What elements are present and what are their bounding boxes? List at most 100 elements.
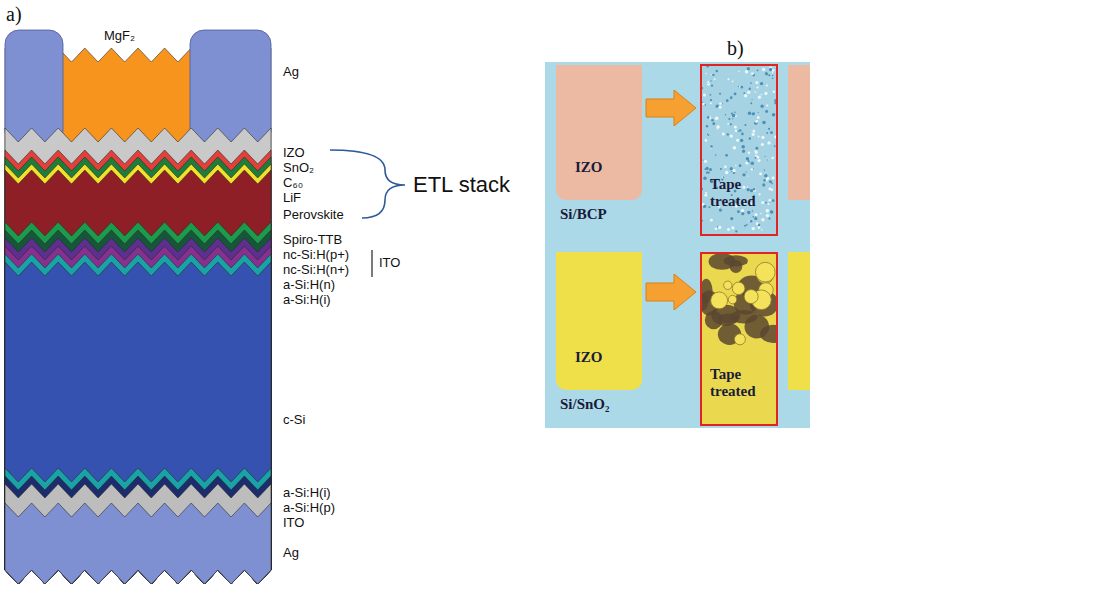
speckle	[744, 225, 746, 227]
speckle	[774, 145, 776, 147]
speckle	[739, 86, 741, 88]
speckle	[761, 229, 763, 231]
speckle	[751, 162, 754, 165]
speckle	[751, 72, 754, 75]
speckle	[702, 87, 703, 89]
speckle	[771, 157, 774, 160]
speckle	[749, 220, 750, 221]
layer-label: a-Si:H(n)	[283, 277, 335, 293]
speckle	[716, 104, 719, 107]
device-layer	[5, 476, 271, 584]
speckle	[705, 139, 708, 142]
speckle	[774, 99, 776, 102]
speckle	[702, 188, 703, 190]
device-layer	[5, 238, 271, 584]
speckle	[758, 96, 761, 99]
speckle	[758, 226, 761, 229]
intact-spot	[744, 290, 758, 304]
speckle	[744, 124, 746, 126]
speckle	[757, 87, 759, 89]
speckle	[764, 169, 765, 170]
speckle	[730, 96, 733, 99]
device-layer	[5, 468, 271, 584]
speckle	[711, 74, 712, 75]
speckle	[702, 220, 703, 222]
speckle	[751, 99, 752, 100]
speckle	[707, 134, 709, 136]
speckle	[764, 156, 765, 157]
speckle	[753, 188, 756, 191]
speckle	[755, 155, 757, 157]
speckle	[753, 188, 756, 191]
device-layer	[5, 222, 271, 584]
layer-label: Spiro-TTB	[283, 232, 342, 248]
speckle	[755, 91, 757, 93]
speckle	[747, 186, 749, 188]
speckle	[764, 92, 767, 95]
speckle	[760, 213, 761, 214]
speckle	[706, 66, 709, 68]
speckle	[706, 125, 708, 127]
speckle	[716, 106, 718, 108]
speckle	[711, 85, 713, 87]
speckle	[747, 67, 750, 70]
speckle	[730, 98, 731, 99]
speckle	[762, 183, 765, 186]
speckle	[747, 91, 750, 94]
speckle	[755, 157, 757, 159]
speckle	[757, 116, 760, 119]
speckle	[727, 78, 729, 80]
speckle	[768, 188, 771, 191]
speckle	[768, 128, 770, 130]
speckle	[710, 99, 712, 101]
speckle	[760, 105, 763, 108]
device-layer	[5, 170, 271, 584]
speckle	[741, 212, 744, 215]
speckle	[704, 160, 707, 163]
layer-label: ITO	[379, 255, 400, 271]
speckle	[752, 130, 755, 133]
speckle	[755, 81, 758, 84]
sample-pad: IZOSi/BCP	[556, 65, 642, 200]
speckle	[768, 203, 770, 205]
device-layer	[5, 484, 271, 584]
speckle	[745, 70, 748, 73]
speckle	[740, 139, 743, 142]
speckle	[769, 68, 772, 71]
speckle	[772, 113, 776, 117]
speckle	[755, 120, 758, 123]
speckle	[715, 227, 718, 230]
speckle	[749, 88, 751, 90]
speckle	[735, 115, 737, 117]
speckle	[754, 150, 757, 153]
speckle	[761, 218, 764, 221]
speckle	[771, 183, 773, 185]
speckle	[735, 130, 737, 132]
speckle	[703, 205, 706, 208]
speckle	[751, 227, 754, 230]
speckle	[747, 211, 750, 214]
transfer-arrow	[646, 274, 696, 310]
speckle	[739, 129, 741, 131]
panel-letter: b)	[727, 36, 744, 61]
speckle	[735, 230, 737, 232]
speckle	[735, 165, 737, 167]
speckle	[731, 113, 733, 115]
speckle	[754, 217, 757, 220]
speckle	[754, 213, 757, 216]
pad-label: IZO	[575, 159, 603, 176]
speckle	[742, 173, 745, 176]
speckle	[715, 154, 716, 155]
substrate-label: Si/SnO₂	[560, 396, 610, 413]
speckle	[769, 180, 772, 183]
speckle	[759, 173, 762, 176]
layer-label: C₆₀	[283, 175, 303, 191]
intact-spot	[732, 282, 745, 295]
speckle	[732, 169, 735, 172]
speckle	[770, 131, 773, 134]
speckle	[766, 132, 768, 134]
speckle	[768, 74, 770, 76]
speckle	[760, 82, 763, 85]
speckle	[765, 110, 768, 113]
